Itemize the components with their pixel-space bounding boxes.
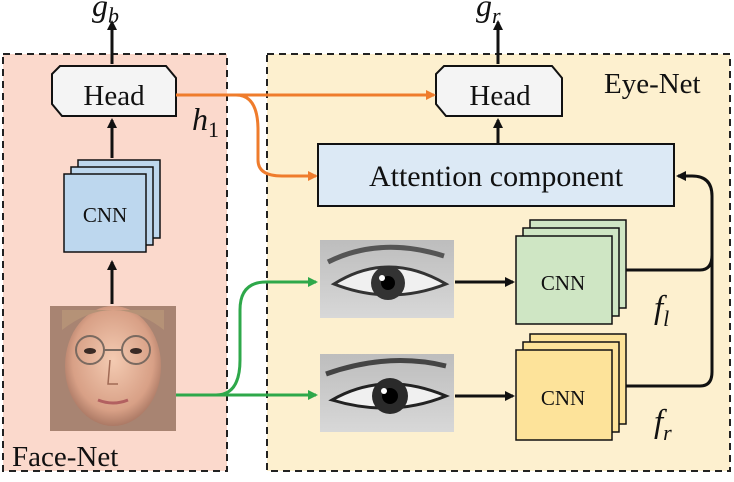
left-eye-cnn-block: CNN xyxy=(515,219,627,325)
right-eye-cnn-block: CNN xyxy=(515,333,627,441)
face-head-label: Head xyxy=(83,80,145,112)
face-input-image xyxy=(50,306,176,431)
face-head-box xyxy=(51,65,177,117)
face-cnn-label: CNN xyxy=(83,203,127,227)
feature-to-attention-arrow xyxy=(235,93,318,181)
attention-component-label: Attention component xyxy=(369,160,624,193)
eye-output-label: gr xyxy=(476,0,501,28)
right-eye-cnn-label: CNN xyxy=(541,386,585,410)
face-net-label: Face-Net xyxy=(12,441,118,473)
left-feature-arrow xyxy=(626,171,714,272)
right-eye-input-image xyxy=(320,354,454,432)
left-eye-input-image xyxy=(320,240,454,318)
left-eye-cnn-label: CNN xyxy=(541,271,585,295)
face-feature-label: h1 xyxy=(192,101,219,142)
eye-net-label: Eye-Net xyxy=(604,68,701,100)
eye-head-box xyxy=(435,65,563,117)
face-cnn-block: CNN xyxy=(63,159,161,253)
attention-component-box xyxy=(317,143,675,207)
right-feature-arrow xyxy=(626,255,714,388)
face-output-label: gb xyxy=(92,0,119,28)
face-to-left-eye-arrow xyxy=(176,277,318,397)
eye-head-label: Head xyxy=(469,80,531,112)
